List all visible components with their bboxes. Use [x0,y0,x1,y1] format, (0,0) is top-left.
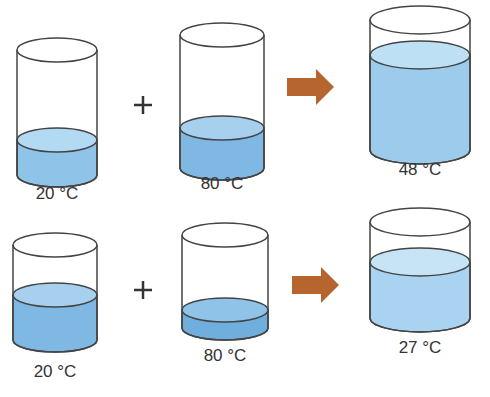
temperature-label: 20 °C [34,362,77,382]
temperature-label: 80 °C [201,174,244,194]
beaker-rim [370,208,470,236]
water-surface [180,116,264,140]
plus-sign [134,281,152,299]
temperature-label: 27 °C [399,338,442,358]
beaker-body [370,20,470,164]
plus-sign [134,96,152,114]
water-surface [370,248,470,276]
beaker-rim [180,23,264,47]
beaker-body [370,222,470,332]
result-arrow [292,267,339,303]
beaker-rim [13,233,97,257]
water [370,55,470,164]
beaker-body [17,50,97,187]
result-arrow [287,69,334,105]
water-surface [13,283,97,307]
beaker-rim [182,223,268,247]
water-surface [182,298,268,322]
water-surface [17,128,97,152]
temperature-label: 80 °C [204,346,247,366]
beaker-body [182,235,268,340]
beaker-body [180,35,264,180]
temperature-label: 20 °C [36,184,79,204]
beaker-rim [370,6,470,34]
temperature-label: 48 °C [399,160,442,180]
beaker-body [13,245,97,352]
water-surface [370,41,470,69]
beaker-rim [17,38,97,62]
